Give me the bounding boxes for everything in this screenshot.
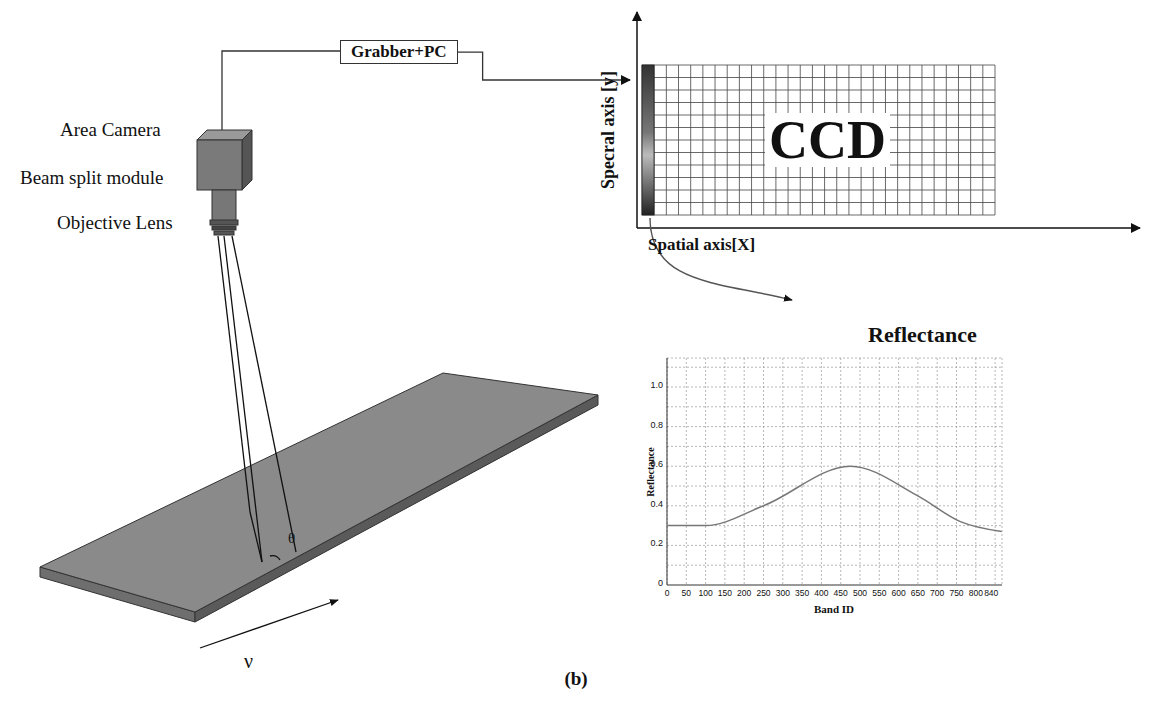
light-beam <box>218 236 296 562</box>
sensor-label: CCD <box>765 113 890 167</box>
tick-label: 50 <box>682 589 691 598</box>
axis-title: Band ID <box>814 603 854 615</box>
camera-cable <box>222 51 340 130</box>
figure-caption: (b) <box>564 668 587 690</box>
tick-label: 0.2 <box>650 539 663 549</box>
ccd-grid <box>642 65 995 215</box>
axis-title: Specral axis [y] <box>599 71 619 189</box>
process-box: Grabber+PC <box>340 40 458 64</box>
tick-label: 450 <box>834 589 848 598</box>
part-label: Area Camera <box>60 120 161 141</box>
tick-label: 150 <box>718 589 732 598</box>
tick-label: 800 <box>969 589 983 598</box>
axis-title: Reflectance <box>645 447 656 496</box>
axis-title: Spatial axis[X] <box>648 236 755 255</box>
tick-label: 350 <box>795 589 809 598</box>
sensor-column <box>642 65 654 215</box>
tick-label: 700 <box>930 589 944 598</box>
area-camera <box>197 130 252 235</box>
tick-label: 0 <box>665 589 670 598</box>
tick-label: 300 <box>776 589 790 598</box>
part-label: Objective Lens <box>57 213 173 234</box>
box-label: Grabber+PC <box>351 42 447 61</box>
sample-plate <box>40 373 598 622</box>
tick-label: 750 <box>949 589 963 598</box>
tick-label: 1.0 <box>650 381 663 391</box>
tick-label: 600 <box>892 589 906 598</box>
tick-label: 0 <box>658 579 663 589</box>
reflectance-chart <box>667 358 1002 585</box>
tick-label: 400 <box>814 589 828 598</box>
tick-label: 100 <box>699 589 713 598</box>
sensor-box: CCD <box>630 62 995 218</box>
chart-title: Reflectance <box>868 323 977 347</box>
tick-label: 650 <box>911 589 925 598</box>
spatial-axis <box>637 227 1140 229</box>
tick-label: 200 <box>737 589 751 598</box>
tick-label: 0.4 <box>650 500 663 510</box>
tick-label: 550 <box>872 589 886 598</box>
pointer-arrow <box>650 218 792 300</box>
tick-label: 250 <box>756 589 770 598</box>
tick-label: 0.6 <box>650 460 663 470</box>
reflectance-curve <box>667 466 1002 531</box>
motion-arrow <box>200 600 338 648</box>
part-label: Beam split module <box>20 168 164 189</box>
tick-label: 0.8 <box>650 421 663 431</box>
spectral-axis <box>636 12 638 228</box>
tick-label: 840 <box>984 589 998 598</box>
angle-symbol: θ <box>288 530 295 547</box>
tick-label: 500 <box>853 589 867 598</box>
velocity-symbol: ν <box>244 650 253 672</box>
